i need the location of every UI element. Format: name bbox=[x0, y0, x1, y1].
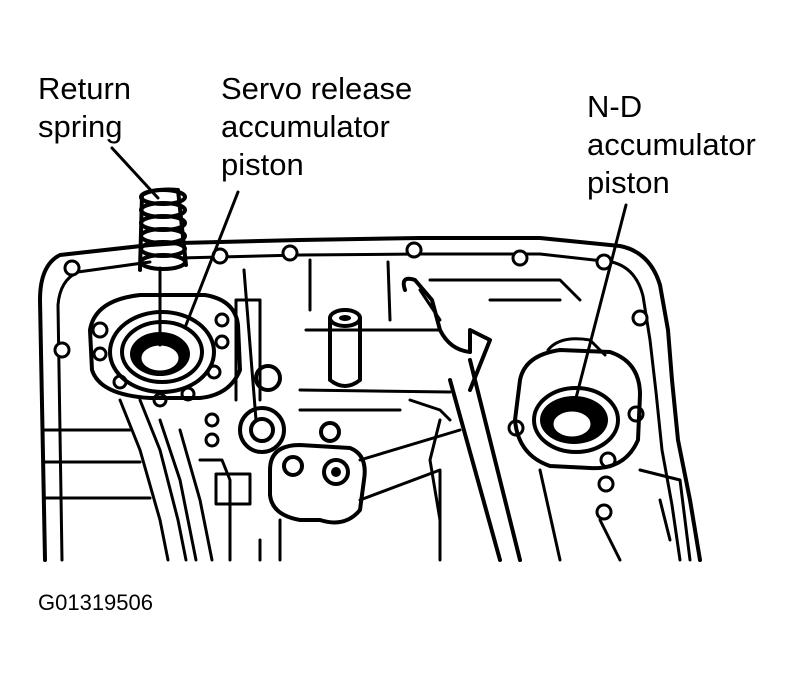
bolt-holes bbox=[53, 241, 649, 521]
center-pin bbox=[238, 258, 452, 454]
right-passages bbox=[538, 468, 692, 562]
leader-lines bbox=[110, 146, 628, 400]
housing-outline bbox=[38, 236, 702, 562]
nd-accumulator-bore bbox=[513, 337, 642, 471]
label-servo-release-accumulator-piston: Servo release accumulator piston bbox=[221, 71, 413, 182]
figure-code: G01319506 bbox=[38, 590, 153, 615]
servo-accumulator-bore bbox=[88, 293, 242, 400]
label-nd-accumulator-piston: N-D accumulator piston bbox=[587, 89, 756, 200]
left-passages bbox=[43, 268, 262, 562]
return-spring bbox=[138, 187, 188, 347]
label-return-spring: Return spring bbox=[38, 71, 132, 144]
center-right-passages bbox=[401, 276, 582, 562]
lower-plate bbox=[258, 428, 462, 562]
